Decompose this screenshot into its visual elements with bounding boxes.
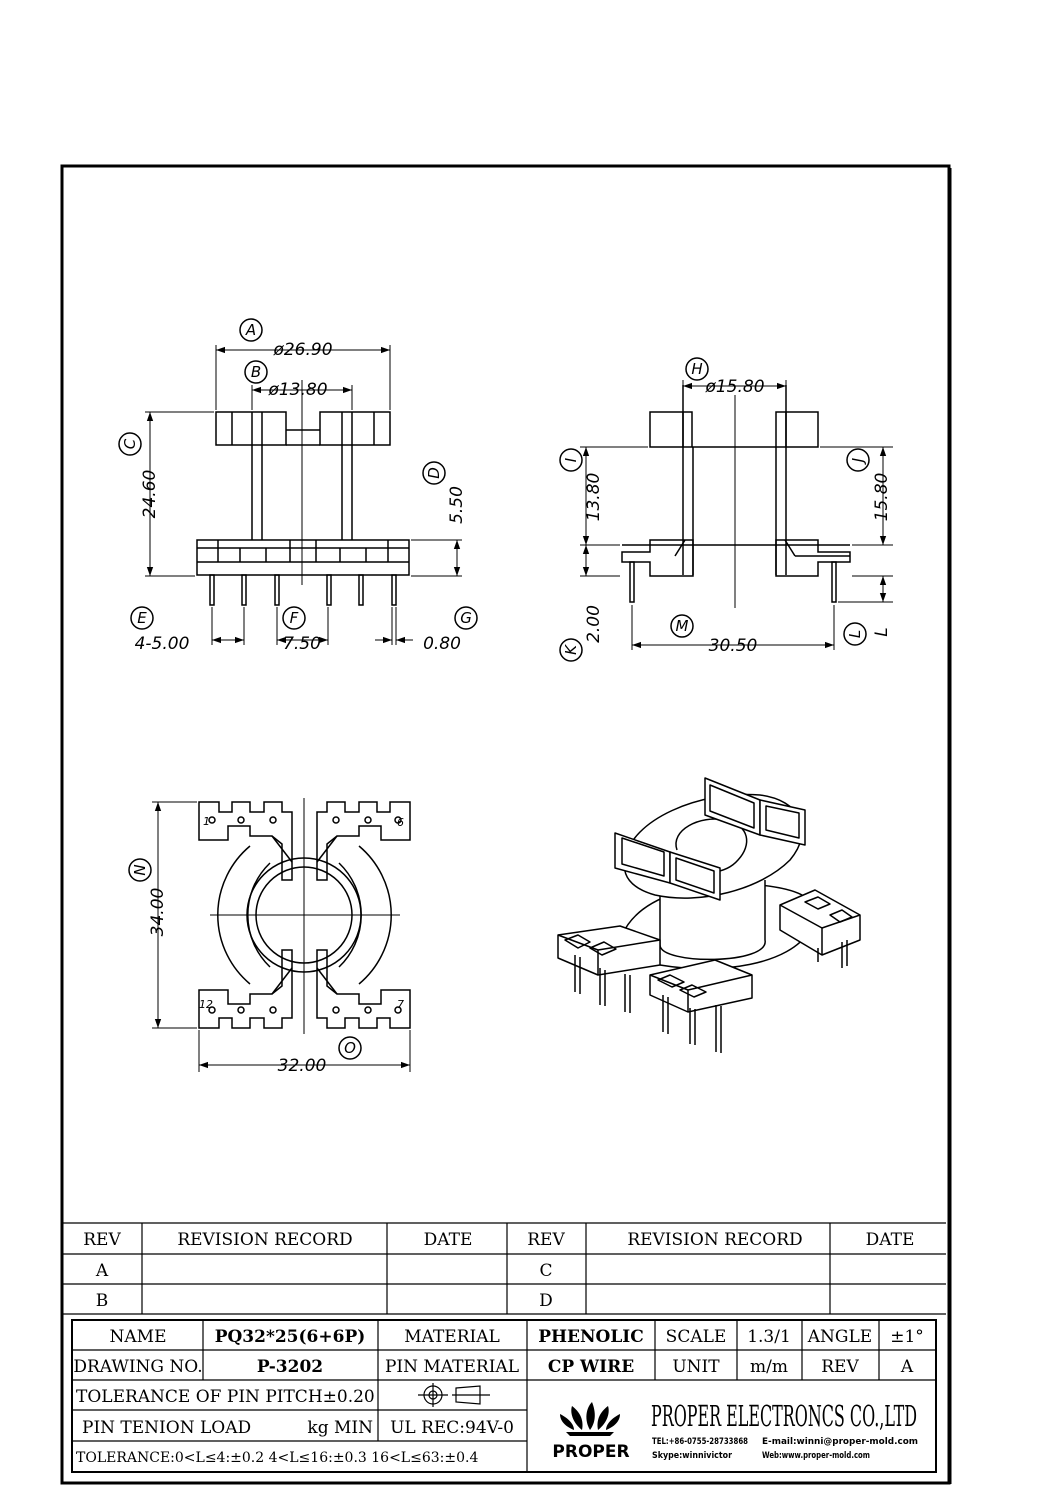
revision-table [62,1222,946,1315]
balloon-d: D [425,467,443,479]
drawing-no-value: P-3202 [257,1357,323,1377]
dim-d: 5.50 [447,486,467,524]
date-header-left: DATE [424,1230,473,1250]
pin-material-label: PIN MATERIAL [385,1357,519,1377]
balloon-k: K [562,644,580,655]
bottom-view [128,798,411,1072]
balloon-j: J [849,458,867,465]
date-header-right: DATE [866,1230,915,1250]
rev-header-right: REV [527,1230,565,1250]
record-header-right: REVISION RECORD [627,1230,802,1250]
unit-label: UNIT [672,1357,720,1377]
balloon-a: A [245,321,256,339]
pin-tension-unit: kg MIN [307,1418,373,1438]
pin-material-value: CP WIRE [548,1357,634,1377]
proper-logo [560,1402,620,1436]
dim-g: 0.80 [423,634,461,654]
rev-value: A [900,1357,914,1377]
dim-b: ø13.80 [267,380,327,400]
dim-f: 7.50 [283,634,321,654]
isometric-view [557,777,861,1053]
bottom-view-labels: N 34.00 O 32.00 1 6 12 7 [131,815,404,1076]
balloon-b: B [251,363,261,381]
balloon-l: L [846,630,864,638]
material-value: PHENOLIC [538,1327,644,1347]
dim-h: ø15.80 [704,377,764,397]
rev-header-left: REV [83,1230,121,1250]
title-block [71,1319,937,1473]
tolerance-general: TOLERANCE:0<L≤4:±0.2 4<L≤16:±0.3 16<L≤63… [76,1450,478,1466]
balloon-n: N [131,864,149,875]
balloon-f: F [290,609,299,627]
pin-tension-label: PIN TENION LOAD [82,1418,251,1438]
dim-c: 24.60 [140,470,160,519]
ul-rec: UL REC:94V-0 [390,1418,514,1438]
company-skype: Skype:winnivictor [652,1451,732,1461]
front-view-labels: A ø26.90 B ø13.80 C 24.60 D 5.50 E 4-5.0… [121,321,472,654]
dim-j: 15.80 [872,473,892,522]
company-web: Web:www.proper-mold.com [762,1451,870,1461]
tolerance-pin-pitch: TOLERANCE OF PIN PITCH±0.20 [76,1387,375,1407]
dim-o: 32.00 [278,1056,327,1076]
pin-label-1: 1 [203,815,210,828]
rev-label: REV [821,1357,859,1377]
dim-e: 4-5.00 [135,634,190,654]
balloon-m: M [676,617,689,635]
record-header-left: REVISION RECORD [177,1230,352,1250]
pin-label-12: 12 [199,998,213,1011]
balloon-g: G [460,609,472,627]
balloon-i: I [562,457,580,462]
pin-label-6: 6 [397,816,404,829]
dim-a: ø26.90 [272,340,332,360]
sheet-border [60,164,951,1485]
balloon-c: C [121,438,139,449]
drawing-no-label: DRAWING NO. [73,1357,202,1377]
scale-value: 1.3/1 [747,1327,791,1347]
dim-k: 2.00 [584,605,604,643]
title-block-text: NAME PQ32*25(6+6P) MATERIAL PHENOLIC SCA… [73,1327,923,1466]
unit-value: m/m [750,1357,788,1377]
front-view [118,318,478,645]
rev-row-c: C [539,1261,552,1281]
dim-n: 34.00 [148,888,168,937]
balloon-h: H [691,360,702,378]
angle-label: ANGLE [807,1327,872,1347]
logo-text: PROPER [552,1442,629,1462]
rev-row-b: B [96,1291,109,1311]
name-label: NAME [110,1327,167,1347]
rev-row-a: A [95,1261,109,1281]
rev-row-d: D [539,1291,553,1311]
company-tel: TEL:+86-0755-28733868 [652,1437,748,1447]
side-view [559,357,893,662]
side-view-labels: H ø15.80 I 13.80 J 15.80 K 2.00 M 30.50 … [562,360,892,656]
company-name: PROPER ELECTRONCS CO.,LTD [651,1399,917,1433]
dim-i: 13.80 [584,473,604,522]
company-email: E-mail:winni@proper-mold.com [762,1437,918,1447]
pin-label-7: 7 [397,998,404,1011]
material-label: MATERIAL [404,1327,500,1347]
dim-l: L [872,627,892,636]
balloon-e: E [137,609,147,627]
name-value: PQ32*25(6+6P) [215,1327,366,1347]
scale-label: SCALE [666,1327,727,1347]
dim-m: 30.50 [709,636,758,656]
balloon-o: O [344,1039,356,1057]
revision-table-text: REV REVISION RECORD DATE REV REVISION RE… [83,1230,914,1311]
angle-value: ±1° [890,1327,924,1347]
